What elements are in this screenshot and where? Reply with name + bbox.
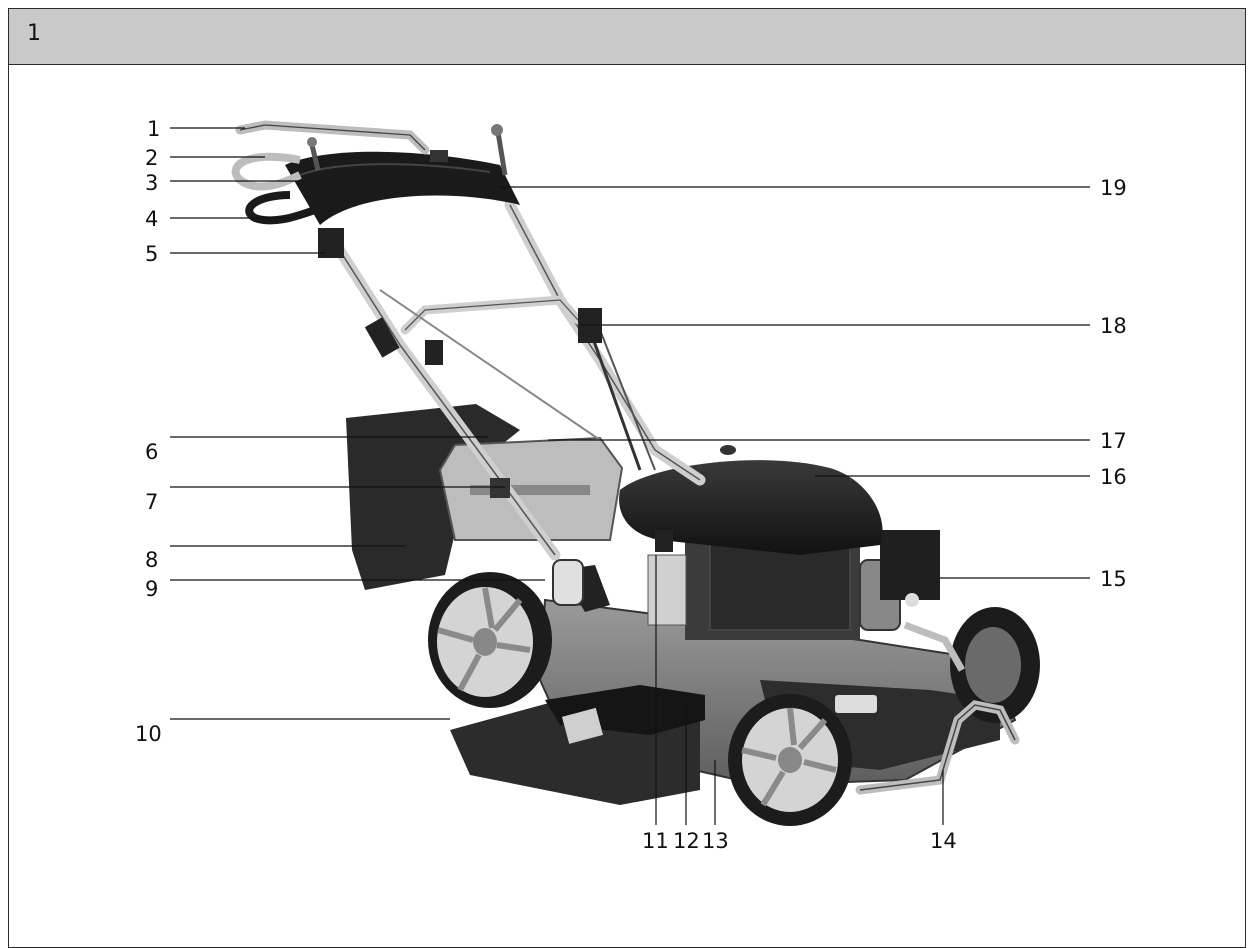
catcher-vents xyxy=(470,485,590,495)
handle-knob xyxy=(490,478,510,498)
callout-labels: 1 2 3 4 5 6 7 8 9 10 11 12 13 14 15 16 1… xyxy=(135,117,1127,853)
lever-grip xyxy=(552,559,584,606)
callout-7: 7 xyxy=(145,490,158,514)
hang-tag xyxy=(647,554,687,626)
speed-lever xyxy=(495,131,508,176)
callout-10: 10 xyxy=(135,722,162,746)
callout-5: 5 xyxy=(145,242,158,266)
spark-plug xyxy=(905,593,919,607)
callout-16: 16 xyxy=(1100,465,1127,489)
figure-frame: 1 xyxy=(8,8,1246,948)
throttle-lever xyxy=(309,144,321,171)
control-cable xyxy=(379,289,601,441)
figure-header: 1 xyxy=(9,9,1245,65)
control-panel xyxy=(285,151,520,225)
callout-18: 18 xyxy=(1100,314,1127,338)
front-wheel xyxy=(728,694,852,826)
leader-lines xyxy=(170,127,1090,825)
bumper-rear-bar xyxy=(903,621,966,672)
bowden-cable xyxy=(588,329,642,471)
callout-17: 17 xyxy=(1100,429,1127,453)
cable-clip xyxy=(430,150,448,162)
clamp-left-2 xyxy=(425,340,443,365)
clamp-left xyxy=(364,317,400,358)
callout-15: 15 xyxy=(1100,567,1127,591)
callout-3: 3 xyxy=(145,171,158,195)
rear-wheel xyxy=(428,572,552,708)
callout-12: 12 xyxy=(673,829,700,853)
callout-13: 13 xyxy=(702,829,729,853)
oil-cap xyxy=(720,445,736,455)
muffler xyxy=(880,530,940,600)
brand-plate xyxy=(835,695,877,713)
far-front-wheel xyxy=(950,607,1040,723)
engine-cover xyxy=(619,460,883,555)
warning-label xyxy=(561,707,604,744)
callout-2: 2 xyxy=(145,146,158,170)
upper-handle-bar xyxy=(235,120,430,155)
callout-9: 9 xyxy=(145,577,158,601)
mower-illustration xyxy=(231,120,1040,826)
callout-11: 11 xyxy=(642,829,669,853)
callout-6: 6 xyxy=(145,440,158,464)
callout-1: 1 xyxy=(147,117,160,141)
callout-8: 8 xyxy=(145,548,158,572)
callout-4: 4 xyxy=(145,207,158,231)
callout-14: 14 xyxy=(930,829,957,853)
engine-fins xyxy=(709,544,851,631)
callout-19: 19 xyxy=(1100,176,1127,200)
figure-number: 1 xyxy=(27,21,41,46)
starter-grip xyxy=(655,530,673,552)
